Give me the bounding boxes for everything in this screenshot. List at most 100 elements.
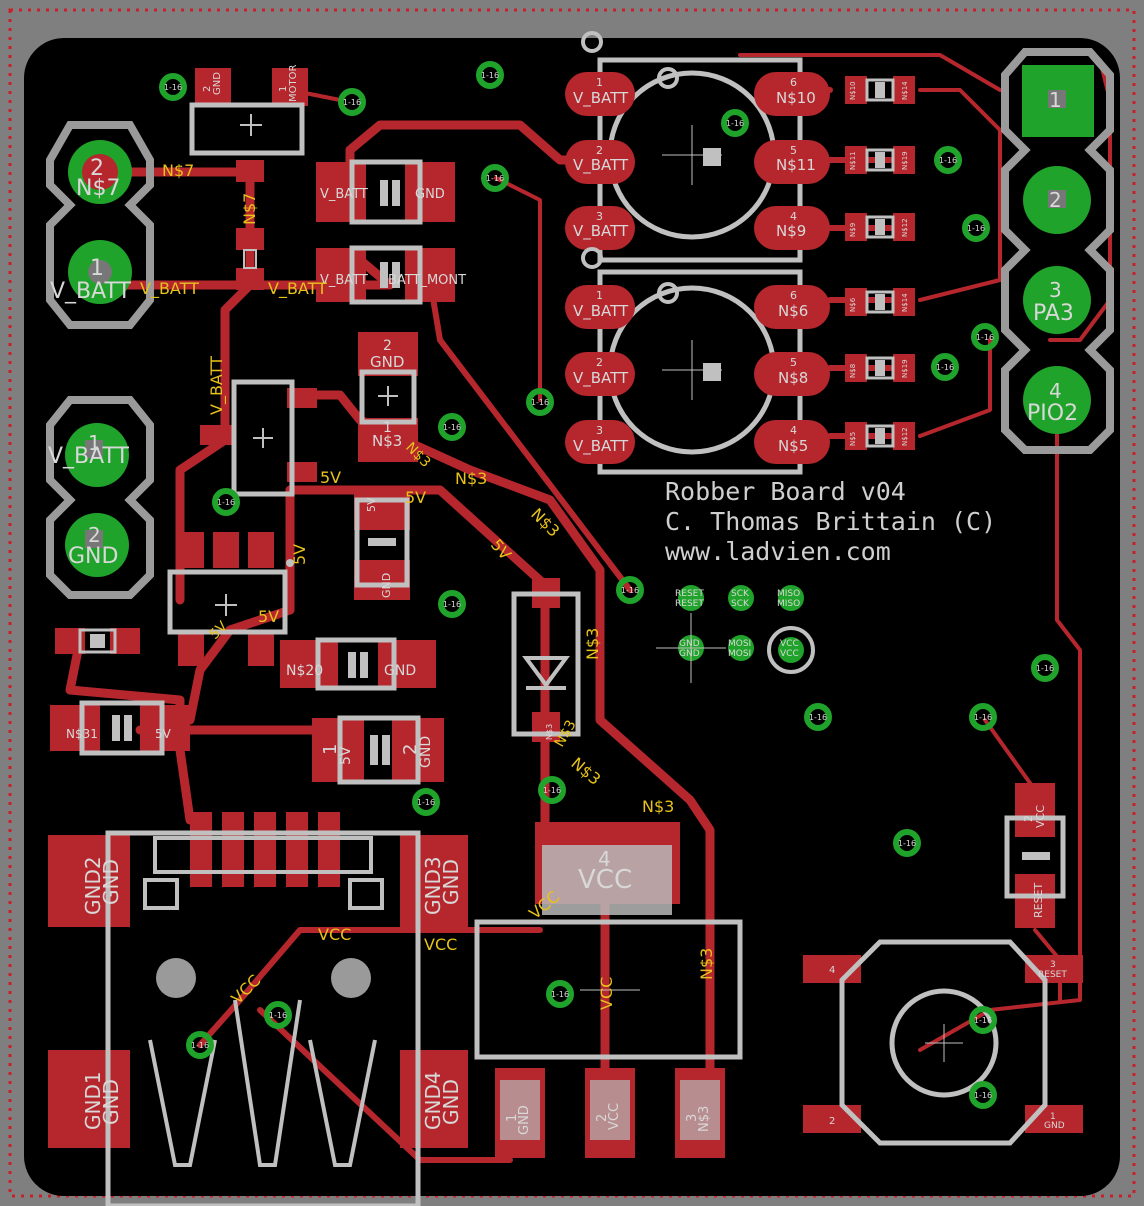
- net-label: VCC: [424, 935, 457, 954]
- part-num: 2: [400, 744, 421, 755]
- motor-pin-num: 1: [596, 289, 603, 302]
- motor-pin-num: 3: [596, 210, 603, 223]
- via: 1-16: [934, 146, 962, 174]
- via: 1-16: [264, 1001, 292, 1029]
- motor-pin-label: N$9: [776, 222, 806, 240]
- resistor-net: N$6: [849, 297, 857, 312]
- part-label: 5V: [365, 497, 378, 512]
- resistor-array: N$10 N$14 N$11 N$19 N$9 N$12 N$6 N$14 N$…: [845, 76, 915, 450]
- button-pin-num: 4: [829, 965, 835, 976]
- isp-label: GND: [679, 649, 700, 659]
- via: 1-16: [412, 788, 440, 816]
- isp-label: SCK: [731, 589, 750, 599]
- via: 1-16: [721, 109, 749, 137]
- resistor-net: N$14: [901, 293, 909, 312]
- resistor-r3: N$9 N$12: [845, 213, 915, 241]
- via-label: 1-16: [531, 398, 549, 407]
- via-layer: 1-16 1-16 1-16 1-16 1-16 1-16 1-16 1-16 1-16 1-16…: [159, 61, 1059, 1109]
- button-pin-num: 3: [1050, 960, 1056, 970]
- cap-vbatt-gnd: V_BATT GND: [316, 159, 455, 225]
- part-label: GND: [212, 72, 223, 95]
- motor-pin-num: 6: [790, 289, 797, 302]
- via-label: 1-16: [164, 83, 182, 92]
- usb-pad-sub: GND: [99, 1079, 123, 1125]
- part-label: GND: [384, 663, 416, 679]
- motor-lower: V_BATT V_BATT V_BATT 1 2 3 N$6 N$8 N$5 6…: [565, 247, 830, 475]
- part-label: RESET: [1032, 882, 1045, 918]
- header-pin-2: 2: [1049, 188, 1062, 212]
- header-label: V_BATT: [48, 444, 130, 469]
- resistor-net: N$8: [849, 364, 857, 378]
- part-label: VCC: [1034, 805, 1047, 828]
- header-pin-3: 3: [1049, 278, 1062, 302]
- part-num: 1: [278, 86, 289, 92]
- via-label: 1-16: [191, 1041, 209, 1050]
- motor-pin-num: 4: [790, 210, 797, 223]
- net-label: N$3: [455, 469, 487, 488]
- net-label: VCC: [597, 977, 616, 1010]
- net-label: 5V: [290, 544, 309, 565]
- via: 1-16: [969, 703, 997, 731]
- resistor-r2: N$11 N$19: [845, 146, 915, 174]
- part-label: GND: [418, 736, 434, 768]
- regulator-pin-label: N$3: [697, 1106, 712, 1132]
- header-label: GND: [68, 544, 118, 569]
- isp-label: SCK: [731, 599, 750, 609]
- resistor-net: N$11: [849, 151, 857, 170]
- via-label: 1-16: [217, 498, 235, 507]
- via-label: 1-16: [967, 224, 985, 233]
- part-label: N$3: [372, 432, 402, 450]
- header-label: PA3: [1033, 301, 1074, 326]
- header-left-bottom: 1 2 V_BATT GND: [46, 396, 154, 599]
- via: 1-16: [338, 88, 366, 116]
- part-num: 2: [1022, 815, 1035, 822]
- title-line-3: www.ladvien.com: [665, 537, 891, 566]
- cap-n20-gnd: N$20 GND: [280, 637, 436, 691]
- header-right: 1 2 3 4 PA3 PIO2: [1001, 48, 1114, 454]
- net-label: N$3: [697, 948, 716, 980]
- isp-label: MISO: [777, 589, 800, 599]
- motor-pin-label: N$6: [778, 302, 808, 320]
- motor-pin-num: 5: [790, 356, 797, 369]
- net-label: N$3: [642, 797, 674, 816]
- header-pin-1: 1: [90, 256, 104, 281]
- resistor-r4: N$6 N$14: [845, 288, 915, 316]
- net-label: N$7: [162, 161, 194, 180]
- via-label: 1-16: [974, 1091, 992, 1100]
- regulator-tab-label: VCC: [578, 865, 632, 895]
- via: 1-16: [931, 353, 959, 381]
- button-pin-label: GND: [1044, 1121, 1065, 1131]
- motor-pin-label: N$8: [778, 369, 808, 387]
- part-label: V_BATT: [320, 187, 368, 202]
- part-label: MOTOR: [288, 65, 299, 102]
- motor-pin-label: V_BATT: [573, 302, 629, 321]
- part-label: GND: [415, 187, 445, 202]
- motor-pin-num: 6: [790, 76, 797, 89]
- motor-pin-label: V_BATT: [573, 222, 629, 241]
- part-label: 5V: [338, 746, 354, 765]
- via-label: 1-16: [543, 786, 561, 795]
- part-label: V_BATT: [320, 273, 368, 288]
- header-pin-2: 2: [88, 523, 101, 547]
- part-num: 1: [383, 420, 392, 436]
- via: 1-16: [186, 1031, 214, 1059]
- via: 1-16: [616, 576, 644, 604]
- regulator-pin-num: 2: [595, 1114, 610, 1122]
- motor-pin-num: 4: [790, 424, 797, 437]
- header-label: PIO2: [1027, 401, 1078, 426]
- header-pin-2: 2: [90, 156, 104, 181]
- resistor-net: N$14: [901, 81, 909, 100]
- part-num: 2: [383, 338, 392, 354]
- via: 1-16: [962, 214, 990, 242]
- title-line-1: Robber Board v04: [665, 477, 906, 506]
- motor-upper: V_BATT V_BATT V_BATT 1 2 3 N$10 N$11 N$9…: [565, 31, 830, 263]
- part-label: GND: [380, 573, 393, 598]
- regulator-pin-label: GND: [517, 1105, 532, 1135]
- cap-batt-mont: V_BATT BATT_MONT: [316, 245, 466, 305]
- net-label: 5V: [320, 468, 341, 487]
- via: 1-16: [804, 703, 832, 731]
- part-num: 1: [320, 744, 341, 755]
- header-left-top: 2 1 N$7 V_BATT: [46, 121, 154, 329]
- motor-pin-label: N$5: [778, 437, 808, 455]
